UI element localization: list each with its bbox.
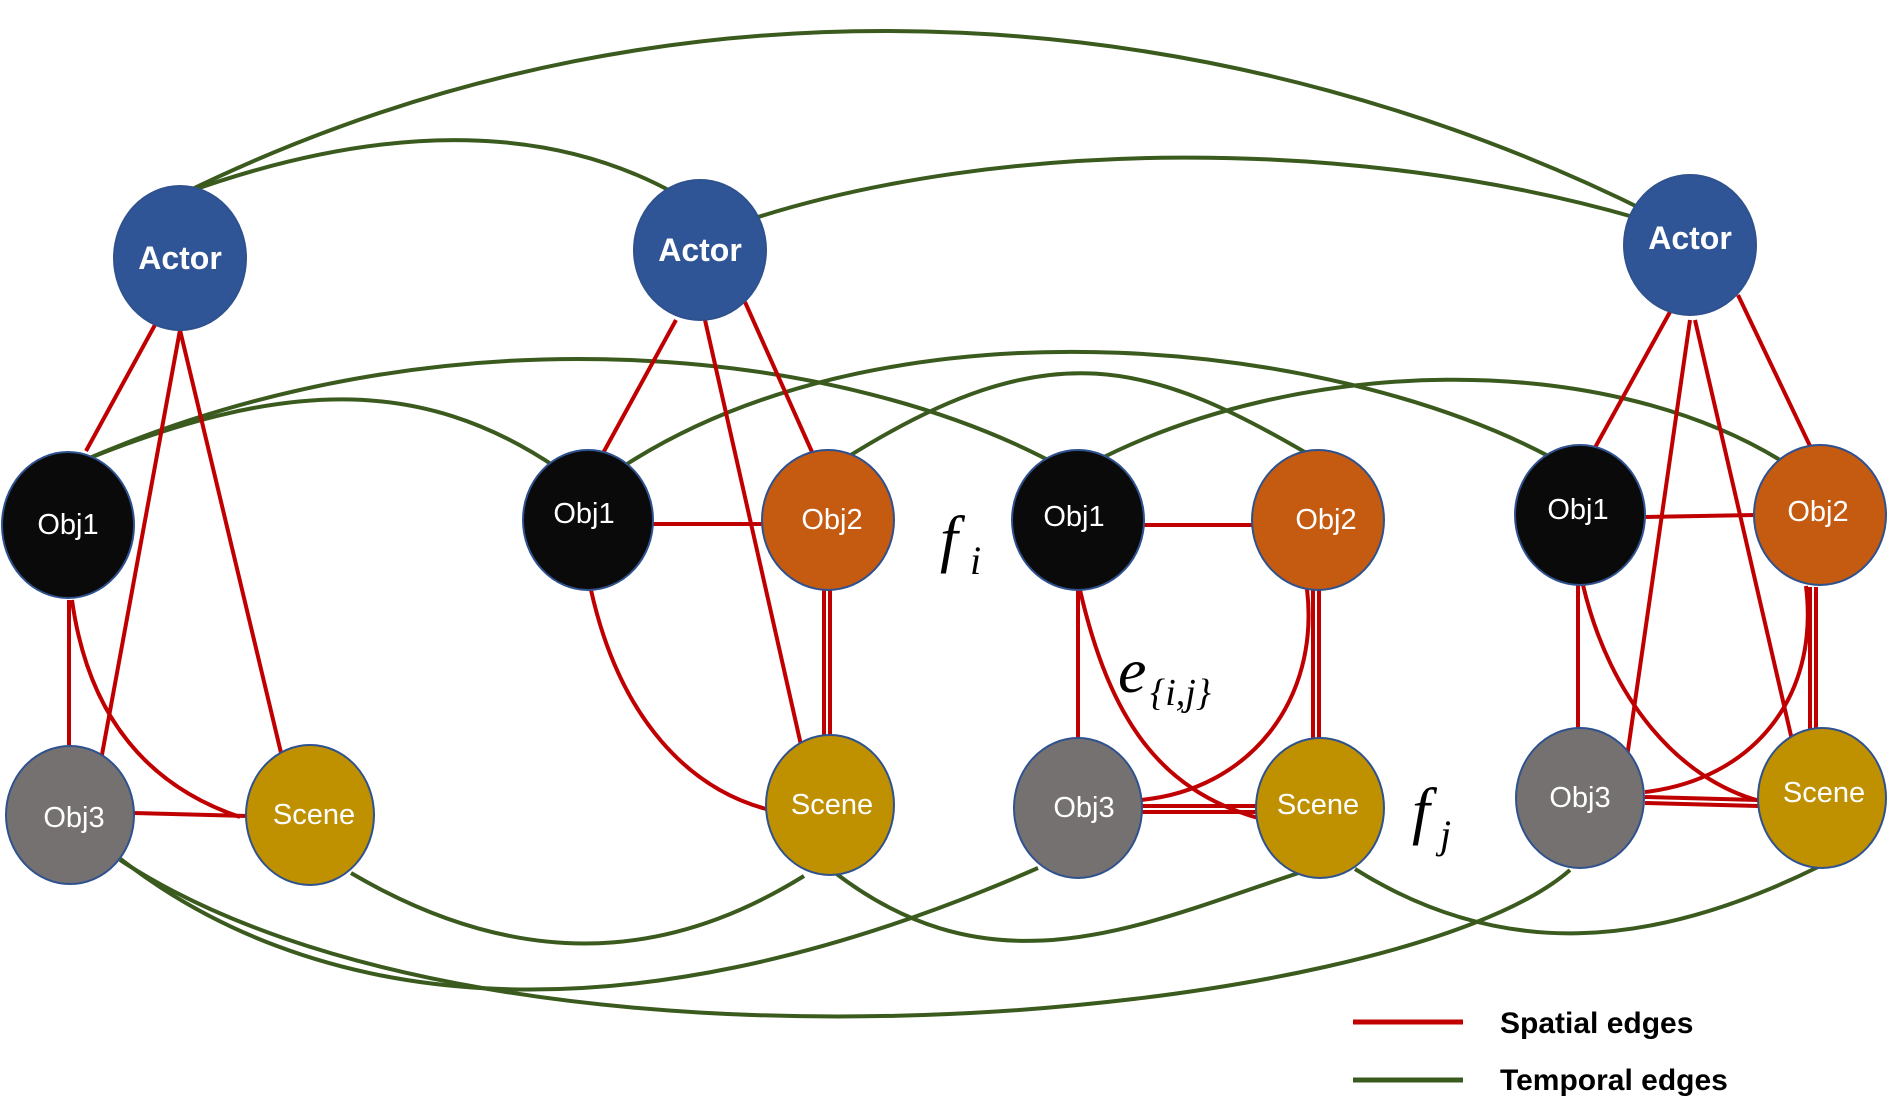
- temporal-edge: [181, 138, 675, 196]
- obj1-node[interactable]: Obj1: [522, 449, 654, 591]
- legend-temporal-label: Temporal edges: [1500, 1064, 1728, 1097]
- obj1-node[interactable]: Obj1: [1, 451, 135, 599]
- spatial-edge: [589, 589, 771, 812]
- spatial-edge: [1644, 801, 1759, 808]
- obj2-node[interactable]: Obj2: [1753, 444, 1887, 586]
- node-label: Obj2: [801, 504, 862, 536]
- spatial-edge: [1623, 319, 1692, 772]
- obj1-node[interactable]: Obj1: [1011, 449, 1145, 591]
- spatial-edge: [1736, 294, 1812, 447]
- temporal-edge: [118, 858, 1572, 1019]
- node-label: Scene: [273, 799, 355, 831]
- obj1-node[interactable]: Obj1: [1514, 444, 1646, 586]
- obj3-node[interactable]: Obj3: [1013, 737, 1143, 879]
- spatial-edge: [1644, 795, 1759, 802]
- node-label: Obj1: [37, 509, 98, 541]
- actor-node[interactable]: Actor: [113, 185, 247, 331]
- spatial-edges: [67, 294, 1818, 820]
- spatial-edge: [84, 322, 158, 452]
- temporal-edge: [349, 871, 806, 946]
- spatial-edge: [1581, 584, 1761, 803]
- scene-node[interactable]: Scene: [765, 734, 895, 876]
- node-label: Scene: [1783, 777, 1865, 809]
- spatial-edge: [1693, 319, 1794, 741]
- node-label: Obj2: [1295, 504, 1356, 536]
- annotation-e-symbol: e: [1118, 635, 1146, 706]
- temporal-edge: [625, 349, 1572, 470]
- spatial-edge: [703, 319, 803, 746]
- temporal-edge: [1353, 865, 1819, 936]
- annotation-i-subscript: i: [970, 538, 981, 583]
- temporal-edge: [832, 867, 1312, 943]
- scene-node[interactable]: Scene: [1757, 727, 1887, 869]
- legend-spatial-label: Spatial edges: [1500, 1007, 1693, 1040]
- legend: Spatial edges Temporal edges: [1353, 1007, 1728, 1097]
- node-label: Obj3: [43, 802, 104, 834]
- node-label: Actor: [138, 240, 222, 276]
- annotation-eij-subscript: {i,j}: [1150, 672, 1211, 714]
- temporal-edges: [79, 28, 1819, 1019]
- spatial-edge: [133, 811, 248, 818]
- annotation-fj: f j: [1412, 775, 1451, 857]
- obj2-node[interactable]: Obj2: [761, 449, 895, 591]
- node-label: Scene: [1277, 789, 1359, 821]
- temporal-edge: [844, 371, 1322, 463]
- annotation-fi: f i: [940, 503, 981, 583]
- annotation-j-subscript: j: [1435, 812, 1451, 857]
- node-label: Obj1: [1043, 501, 1104, 533]
- scene-node[interactable]: Scene: [1255, 737, 1385, 879]
- temporal-edge: [181, 28, 1661, 220]
- spatial-edge: [99, 329, 182, 761]
- spatial-edge: [743, 301, 814, 453]
- node-label: Obj1: [553, 498, 614, 530]
- node-label: Scene: [791, 789, 873, 821]
- annotation-f-symbol: f: [940, 503, 966, 574]
- node-label: Obj3: [1053, 792, 1114, 824]
- node-label: Obj1: [1547, 494, 1608, 526]
- spatial-edge: [1590, 311, 1672, 454]
- spatial-edge: [70, 599, 241, 819]
- obj2-node[interactable]: Obj2: [1251, 449, 1385, 591]
- node-label: Actor: [658, 232, 742, 268]
- node-label: Obj2: [1787, 496, 1848, 528]
- temporal-edge: [1091, 377, 1782, 465]
- actor-node[interactable]: Actor: [1623, 174, 1757, 316]
- spatial-edge: [1643, 513, 1756, 519]
- actor-node[interactable]: Actor: [633, 179, 767, 321]
- spatial-edge: [1139, 588, 1311, 802]
- temporal-edge: [754, 155, 1638, 220]
- annotation-eij: e {i,j}: [1118, 635, 1211, 714]
- spatial-edge: [600, 319, 678, 456]
- spatial-edge: [1644, 585, 1810, 794]
- temporal-edge: [79, 356, 1064, 470]
- node-label: Actor: [1648, 220, 1732, 256]
- temporal-edge: [116, 855, 1039, 992]
- obj3-node[interactable]: Obj3: [5, 745, 135, 885]
- nodes: Actor Actor Actor Obj1 Obj3 Scene Obj1: [1, 174, 1887, 886]
- obj3-node[interactable]: Obj3: [1515, 727, 1645, 869]
- spatial-edge: [178, 329, 284, 758]
- annotation-f-symbol: f: [1412, 775, 1438, 846]
- scene-node[interactable]: Scene: [245, 744, 375, 886]
- node-label: Obj3: [1549, 782, 1610, 814]
